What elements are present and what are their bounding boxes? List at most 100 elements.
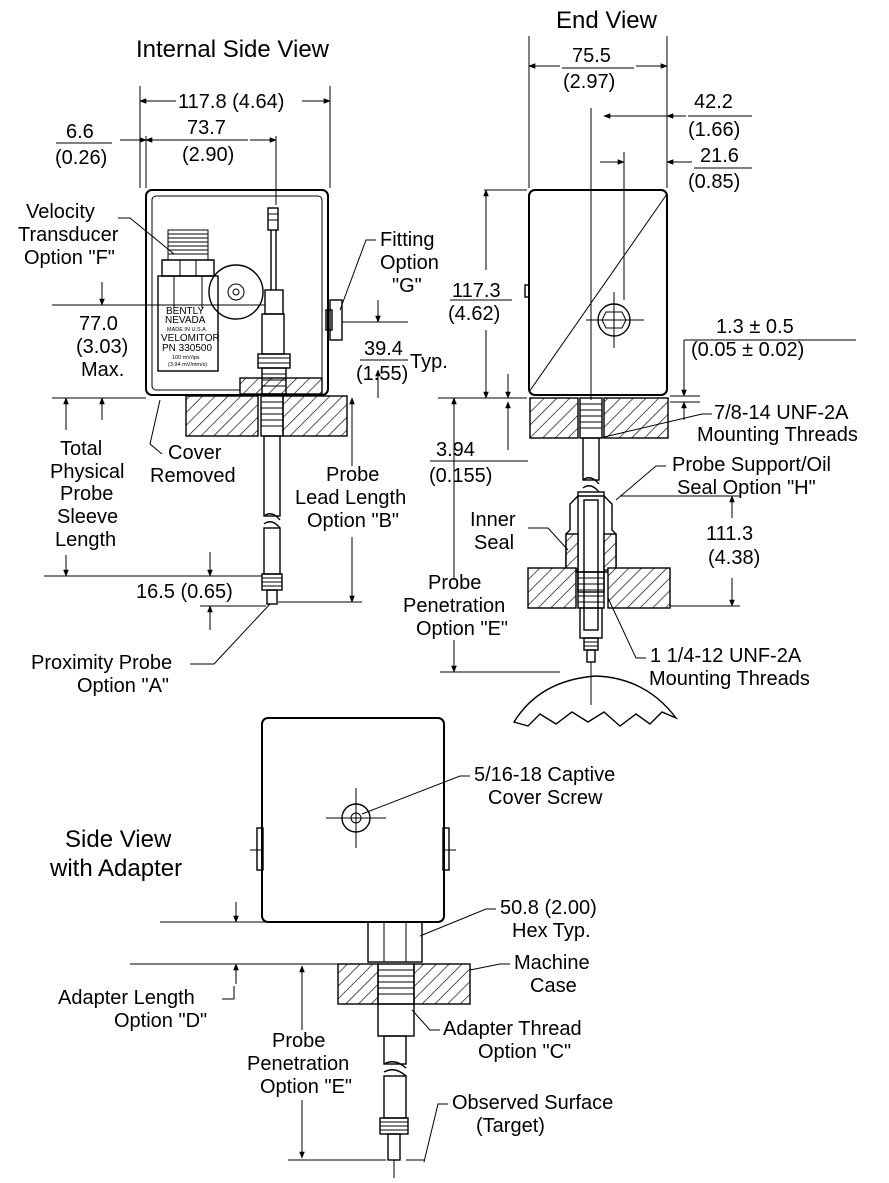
cover-removed-2: Removed bbox=[150, 465, 236, 487]
end-lower-wall-left bbox=[527, 567, 577, 609]
end-dim-117-3-in: (4.62) bbox=[448, 303, 500, 325]
end-dim-75-5: 75.5 bbox=[572, 45, 611, 67]
adapter-observed-2: (Target) bbox=[476, 1115, 545, 1137]
end-thread-114-2: Mounting Threads bbox=[649, 668, 810, 690]
adapter-screw-2: Cover Screw bbox=[488, 787, 603, 809]
adapter-hex-1: 50.8 (2.00) bbox=[500, 897, 597, 919]
end-view: 75.5 (2.97) 42.2 (1.66) 21.6 (0.85) 117.… bbox=[403, 36, 858, 727]
title-side-view-1: Side View bbox=[65, 826, 172, 853]
adapter-screw-1: 5/16-18 Captive bbox=[474, 764, 615, 786]
dim-16-5: 16.5 (0.65) bbox=[136, 581, 233, 603]
end-dim-21-6-in: (0.85) bbox=[688, 171, 740, 193]
end-dim-111-3: 111.3 bbox=[706, 523, 753, 545]
adapter-len-1: Adapter Length bbox=[58, 987, 195, 1009]
probe-lead-2: Lead Length bbox=[295, 487, 406, 509]
end-pen-2: Penetration bbox=[403, 595, 505, 617]
machine-case-right bbox=[413, 963, 471, 1005]
fitting-label-2: Option bbox=[380, 252, 439, 274]
probe-lead-3: Option "B" bbox=[307, 510, 399, 532]
cover-removed-1: Cover bbox=[168, 442, 222, 464]
internal-machine-wall-right bbox=[282, 395, 348, 437]
adapter-machine-1: Machine bbox=[514, 952, 590, 974]
adapter-pen-1: Probe bbox=[272, 1030, 325, 1052]
dim-39-4: 39.4 bbox=[364, 338, 403, 360]
adapter-probe-tip bbox=[387, 1133, 401, 1161]
adapter-pen-2: Penetration bbox=[247, 1053, 349, 1075]
prox-label-2: Option "A" bbox=[77, 675, 169, 697]
velocity-label-2: Transducer bbox=[18, 224, 119, 246]
dim-77-0-in: (3.03) bbox=[76, 336, 128, 358]
adapter-len-2: Option "D" bbox=[114, 1010, 207, 1032]
title-internal-side-view: Internal Side View bbox=[136, 36, 330, 63]
end-dim-75-5-in: (2.97) bbox=[563, 71, 615, 93]
adapter-pen-3: Option "E" bbox=[260, 1076, 352, 1098]
end-lower-wall-right bbox=[607, 567, 671, 609]
total-label-3: Probe bbox=[60, 483, 113, 505]
adapter-observed-1: Observed Surface bbox=[452, 1092, 613, 1114]
adapter-housing bbox=[261, 717, 445, 923]
end-dim-3-94-in: (0.155) bbox=[429, 465, 492, 487]
end-wall-right bbox=[603, 397, 669, 439]
internal-probe-sleeve bbox=[263, 435, 281, 517]
label-mv: 100 mV/ips bbox=[172, 355, 200, 361]
internal-probe-tip bbox=[266, 589, 278, 605]
end-dim-42-2-in: (1.66) bbox=[688, 119, 740, 141]
end-dim-1-3-in: (0.05 ± 0.02) bbox=[691, 339, 804, 361]
label-bently: BENTLY bbox=[166, 306, 204, 317]
title-side-view-2: with Adapter bbox=[49, 855, 182, 882]
adapter-thread-2: Option "C" bbox=[478, 1041, 571, 1063]
adapter-hex bbox=[367, 921, 423, 963]
end-dim-3-94: 3.94 bbox=[436, 439, 475, 461]
dim-39-4-in: (1.55) bbox=[356, 363, 408, 385]
end-probe-tip bbox=[586, 649, 596, 663]
dim-77-0: 77.0 bbox=[79, 313, 118, 335]
end-pen-3: Option "E" bbox=[416, 618, 508, 640]
dim-39-4-typ: Typ. bbox=[410, 351, 448, 373]
dim-total-width: 117.8 (4.64) bbox=[178, 91, 284, 113]
end-thread-114-1: 1 1/4-12 UNF-2A bbox=[650, 645, 802, 667]
prox-label-1: Proximity Probe bbox=[31, 652, 172, 674]
end-target-shaft bbox=[512, 675, 679, 727]
velocity-label-3: Option "F" bbox=[24, 247, 115, 269]
label-pn: PN 330500 bbox=[162, 343, 212, 354]
title-end-view: End View bbox=[556, 7, 658, 34]
velocity-label-1: Velocity bbox=[26, 201, 95, 223]
dim-77-0-max: Max. bbox=[81, 359, 124, 381]
internal-side-view: BENTLY NEVADA MADE IN U.S.A. VELOMITOR P… bbox=[18, 86, 448, 697]
end-wall-left bbox=[529, 397, 579, 439]
end-support-2: Seal Option "H" bbox=[677, 477, 816, 499]
adapter-thread-1: Adapter Thread bbox=[443, 1018, 582, 1040]
side-view-adapter: 5/16-18 Captive Cover Screw 50.8 (2.00) … bbox=[58, 717, 615, 1178]
total-label-4: Sleeve bbox=[57, 506, 118, 528]
label-velomitor: VELOMITOR bbox=[161, 333, 220, 344]
end-dim-111-3-in: (4.38) bbox=[708, 547, 760, 569]
label-nevada: NEVADA bbox=[165, 315, 206, 326]
end-inner-2: Seal bbox=[474, 532, 514, 554]
fitting-label-1: Fitting bbox=[380, 229, 434, 251]
machine-case-left bbox=[337, 963, 379, 1005]
internal-cover-screw bbox=[208, 264, 264, 320]
internal-housing bbox=[145, 189, 329, 396]
end-support-1: Probe Support/Oil bbox=[672, 454, 831, 476]
adapter-hex-2: Hex Typ. bbox=[512, 920, 591, 942]
total-label-1: Total bbox=[60, 438, 102, 460]
dim-6-6: 6.6 bbox=[66, 121, 94, 143]
end-dim-42-2: 42.2 bbox=[694, 91, 733, 113]
internal-machine-wall-left bbox=[185, 395, 259, 437]
end-inner-1: Inner bbox=[470, 509, 516, 531]
total-label-2: Physical bbox=[50, 461, 124, 483]
end-dim-21-6: 21.6 bbox=[700, 145, 739, 167]
probe-lead-1: Probe bbox=[326, 464, 379, 486]
end-dim-1-3: 1.3 ± 0.5 bbox=[716, 316, 794, 338]
dim-73-7-in: (2.90) bbox=[182, 144, 234, 166]
dim-73-7: 73.7 bbox=[187, 117, 226, 139]
label-made: MADE IN U.S.A. bbox=[167, 327, 208, 333]
end-pen-1: Probe bbox=[428, 572, 481, 594]
velocity-transducer: BENTLY NEVADA MADE IN U.S.A. VELOMITOR P… bbox=[157, 229, 220, 372]
label-mv2: (3.94 mV/mm/s) bbox=[168, 362, 207, 368]
total-label-5: Length bbox=[55, 529, 116, 551]
adapter-machine-2: Case bbox=[530, 975, 577, 997]
end-dim-117-3: 117.3 bbox=[452, 280, 501, 302]
